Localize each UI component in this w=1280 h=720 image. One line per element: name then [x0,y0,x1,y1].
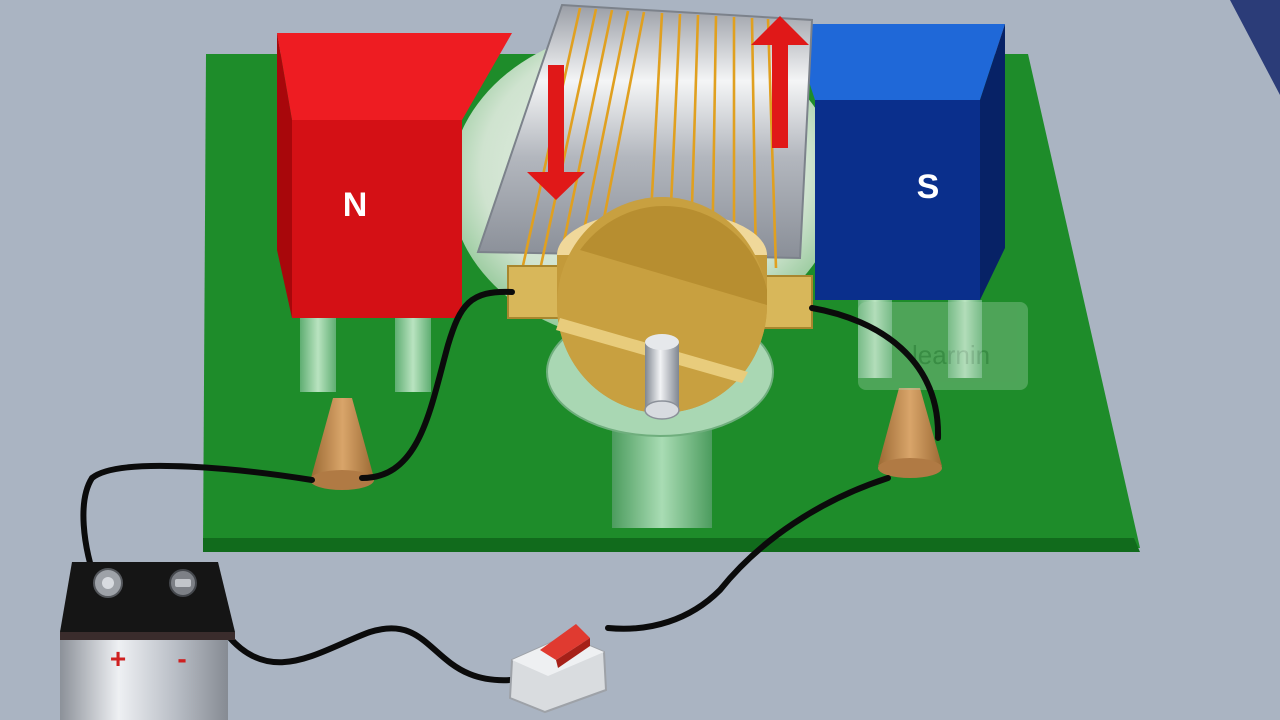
south-pole-label: S [917,168,940,206]
watermark-text: learnin [912,340,990,370]
south-magnet-legs [858,300,982,378]
circuit-wires [80,288,942,684]
negative-terminal [169,569,197,597]
switch [508,624,608,714]
north-magnet: N [277,33,512,318]
left-brush [507,265,561,319]
wire-post-to-battery [80,462,315,591]
positive-terminal [93,568,123,598]
right-terminal-post [878,388,942,478]
watermark: learnin [858,302,1028,390]
battery: + - [60,562,235,720]
north-pole-label: N [343,186,368,224]
wire-brush-to-left-post [359,288,515,481]
battery-negative-label: - [177,643,186,674]
force-arrow-up [751,16,809,148]
switch-toggle [540,624,590,660]
axle [644,334,680,420]
battery-positive-label: + [110,643,126,674]
corner-accent [1230,0,1280,95]
wire-brush-to-right-post [809,305,942,441]
right-brush [759,275,813,329]
commutator [556,197,767,413]
wire-post-to-switch [605,475,891,632]
south-magnet: S [790,24,1005,300]
wire-battery-to-switch [222,625,531,684]
left-terminal-post [310,398,374,490]
force-arrow-down [527,65,585,200]
